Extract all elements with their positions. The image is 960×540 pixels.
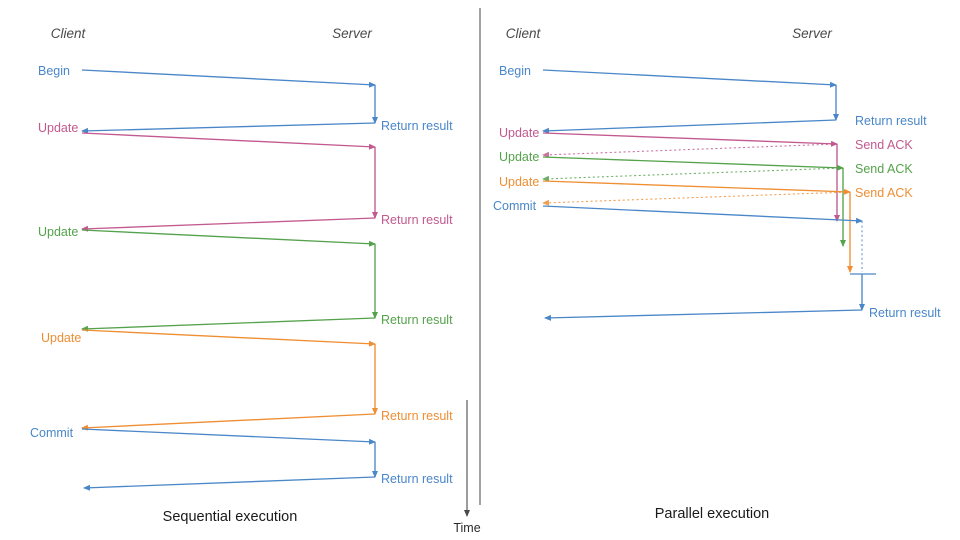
commit-label: Commit: [30, 426, 74, 440]
update-1-label: Update: [499, 126, 539, 140]
commit-return-response-line: [83, 476, 376, 491]
commit-request-line: [81, 428, 376, 445]
begin-label: Begin: [38, 64, 70, 78]
update-3-request-line: [542, 180, 851, 195]
begin-request-line: [81, 69, 376, 88]
parallel-caption: Parallel execution: [655, 506, 769, 522]
commit-return-label: Return result: [869, 306, 941, 320]
commit-request-line: [542, 205, 863, 224]
ack-2-label: Send ACK: [855, 162, 913, 176]
sequential-role-headers: Client Server: [51, 26, 373, 41]
ack-1-label: Send ACK: [855, 138, 913, 152]
update-3-return-label: Return result: [381, 409, 453, 423]
time-axis: Time: [453, 400, 481, 535]
sequential-client-label: Client: [51, 26, 87, 41]
update-2-return-response-line: [81, 317, 376, 332]
begin-request-line: [542, 69, 837, 88]
update-1-request-line: [542, 132, 838, 147]
update-3-label: Update: [41, 331, 81, 345]
sequential-panel-flows: [81, 69, 378, 491]
sequential-server-label: Server: [332, 26, 372, 41]
ack-3-label: Send ACK: [855, 186, 913, 200]
update-2-return-label: Return result: [381, 313, 453, 327]
begin-label: Begin: [499, 64, 531, 78]
update-3-request-line: [81, 329, 376, 347]
update-1-label: Update: [38, 121, 78, 135]
update-1-return-label: Return result: [381, 213, 453, 227]
commit-return-line: [544, 309, 863, 321]
sequential-caption: Sequential execution: [163, 509, 298, 525]
begin-return-label: Return result: [381, 119, 453, 133]
commit-return-label: Return result: [381, 472, 453, 486]
update-2-request-line: [542, 156, 844, 171]
update-1-request-line: [81, 132, 376, 150]
time-axis-label: Time: [453, 521, 480, 535]
ack-3-line: [542, 191, 851, 206]
ack-2-line: [542, 167, 844, 182]
parallel-panel-flows: [542, 69, 876, 321]
begin-return-response-line: [81, 122, 376, 134]
update-2-request-line: [81, 229, 376, 247]
update-2-label: Update: [499, 150, 539, 164]
update-2-label: Update: [38, 225, 78, 239]
begin-return-line: [542, 119, 837, 134]
ack-1-line: [542, 143, 838, 158]
parallel-role-headers: Client Server: [506, 26, 833, 41]
parallel-client-label: Client: [506, 26, 542, 41]
update-3-label: Update: [499, 175, 539, 189]
begin-return-label: Return result: [855, 114, 927, 128]
parallel-server-label: Server: [792, 26, 832, 41]
update-1-return-response-line: [81, 217, 376, 232]
commit-label: Commit: [493, 199, 537, 213]
update-3-return-response-line: [81, 413, 376, 431]
